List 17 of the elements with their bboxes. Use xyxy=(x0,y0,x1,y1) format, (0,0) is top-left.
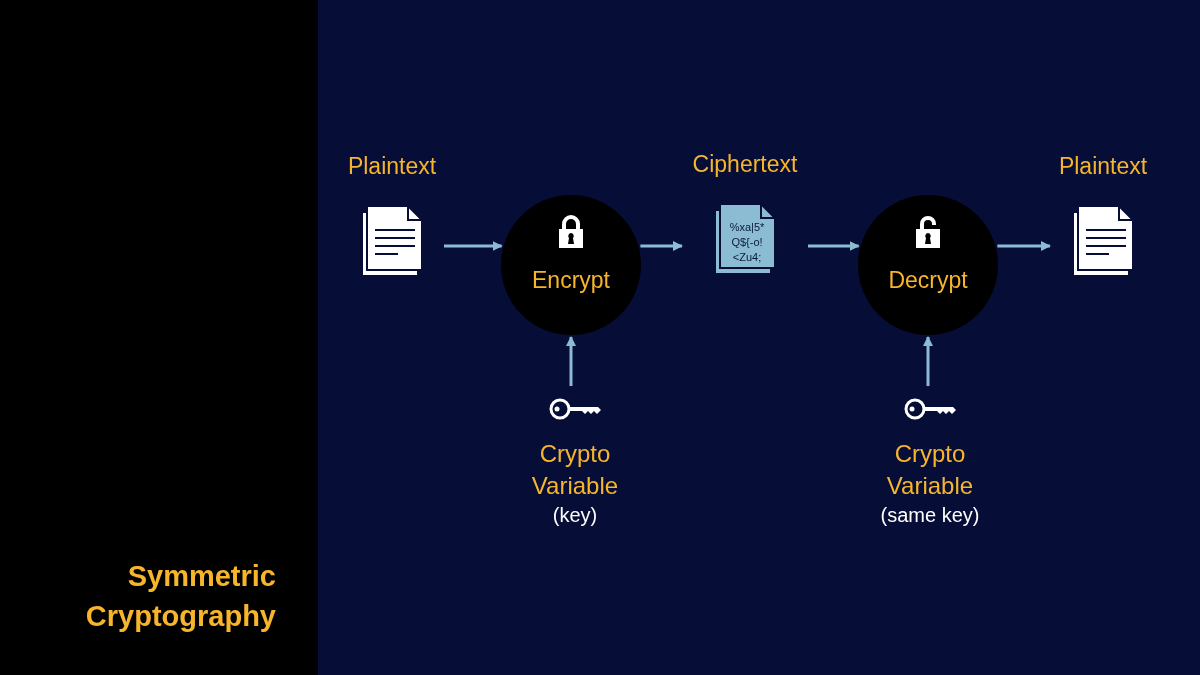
node-label: Encrypt xyxy=(531,267,611,294)
node-label: Plaintext xyxy=(346,152,438,180)
node-label: Crypto Variable xyxy=(885,439,975,501)
arrow xyxy=(997,241,1051,251)
arrow xyxy=(808,241,860,251)
title: Symmetric Cryptography xyxy=(84,559,276,634)
node-note: (key) xyxy=(551,503,599,528)
cipher-text: %xa|5* Q${-o! <Zu4; xyxy=(728,220,766,265)
node-label: Plaintext xyxy=(1057,152,1149,180)
arrow xyxy=(640,241,683,251)
node-label: Ciphertext xyxy=(691,150,799,178)
node-note: (same key) xyxy=(879,503,981,528)
arrow xyxy=(444,241,503,251)
arrow xyxy=(923,336,933,386)
node-label: Crypto Variable xyxy=(530,439,620,501)
node-label: Decrypt xyxy=(887,267,969,294)
arrow xyxy=(566,336,576,386)
